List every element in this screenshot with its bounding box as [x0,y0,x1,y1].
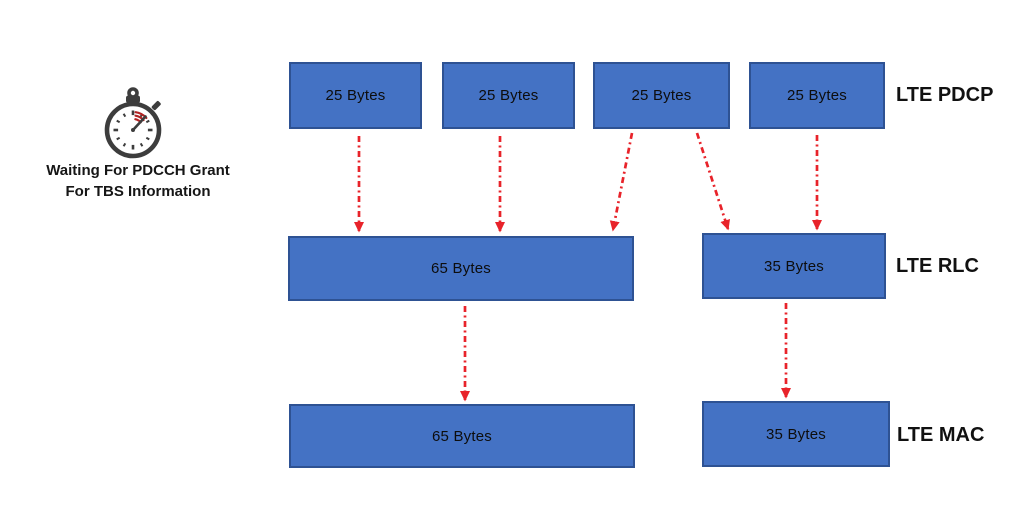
waiting-note-line1: Waiting For PDCCH Grant [46,162,230,179]
layer-label-mac: LTE MAC [897,424,985,446]
pdcp-box-2: 25 Bytes [442,62,575,129]
rlc-box-35: 35 Bytes [702,233,886,299]
rlc-box-65: 65 Bytes [288,236,634,301]
waiting-note: Waiting For PDCCH Grant For TBS Informat… [23,160,253,202]
flow-arrow-pdcp3-rlc65 [609,132,634,232]
pdcp-box-3: 25 Bytes [593,62,730,129]
layer-label-rlc: LTE RLC [896,255,979,277]
mac-box-35: 35 Bytes [702,401,890,467]
mac-box-65: 65 Bytes [289,404,635,468]
layer-label-pdcp: LTE PDCP [896,84,994,106]
pdcp-box-1: 25 Bytes [289,62,422,129]
pdcp-box-4: 25 Bytes [749,62,885,129]
flow-arrow-pdcp3-rlc35 [695,132,730,231]
stopwatch-icon [104,87,162,159]
waiting-note-line2: For TBS Information [65,183,211,200]
